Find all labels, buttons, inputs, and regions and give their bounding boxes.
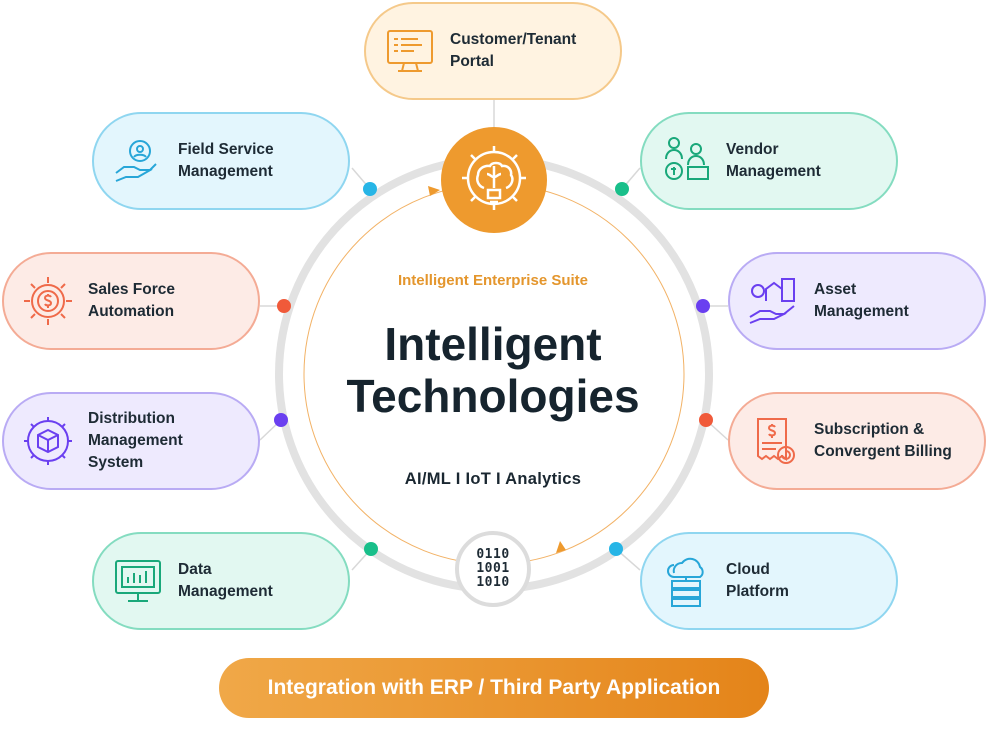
module-label: Cloud Platform <box>726 561 789 600</box>
dot-distribution <box>274 413 288 427</box>
arrow-bottom <box>556 541 566 553</box>
module-label: Asset Management <box>814 281 909 320</box>
integration-banner: Integration with ERP / Third Party Appli… <box>219 658 769 718</box>
module-subscription: Subscription & Convergent Billing <box>728 392 986 490</box>
arrow-top <box>428 186 440 196</box>
module-label: Customer/Tenant Portal <box>450 31 577 70</box>
binary-text: 0110 1001 1010 <box>476 547 510 590</box>
module-cloud: Cloud Platform <box>640 532 898 630</box>
module-asset: Asset Management <box>728 252 986 350</box>
dot-asset <box>696 299 710 313</box>
module-label: Distribution Management System <box>88 410 183 471</box>
dot-sales-force <box>277 299 291 313</box>
brain-gear-icon <box>462 146 526 210</box>
module-label: Sales Force Automation <box>88 281 176 320</box>
module-customer-portal: Customer/Tenant Portal <box>364 2 622 100</box>
module-data: Data Management <box>92 532 350 630</box>
dot-field-service <box>363 182 377 196</box>
module-vendor: Vendor Management <box>640 112 898 210</box>
dot-data <box>364 542 378 556</box>
suite-label: Intelligent Enterprise Suite <box>397 272 589 289</box>
module-sales-force: Sales Force Automation <box>2 252 260 350</box>
module-label: Subscription & Convergent Billing <box>814 421 952 460</box>
dot-subscription <box>699 413 713 427</box>
cloud-server-icon <box>658 553 714 609</box>
binary-badge: 0110 1001 1010 <box>455 531 531 607</box>
invoice-icon <box>746 413 802 469</box>
module-field-service: Field Service Management <box>92 112 350 210</box>
module-label: Data Management <box>178 561 273 600</box>
box-gear-icon <box>20 413 76 469</box>
asset-hand-icon <box>746 273 802 329</box>
dollar-gear-icon <box>20 273 76 329</box>
module-distribution: Distribution Management System <box>2 392 260 490</box>
data-monitor-icon <box>110 553 166 609</box>
dot-cloud <box>609 542 623 556</box>
integration-label: Integration with ERP / Third Party Appli… <box>267 676 721 699</box>
module-label: Field Service Management <box>178 141 274 180</box>
module-label: Vendor Management <box>726 141 821 180</box>
vendor-people-icon <box>658 133 714 189</box>
dot-vendor <box>615 182 629 196</box>
monitor-icon <box>382 23 438 79</box>
service-hand-icon <box>110 133 166 189</box>
main-title: Intelligent Technologies <box>346 318 640 422</box>
tech-label: AI/ML I IoT I Analytics <box>404 470 582 488</box>
ai-brain-gear-badge <box>441 127 547 233</box>
